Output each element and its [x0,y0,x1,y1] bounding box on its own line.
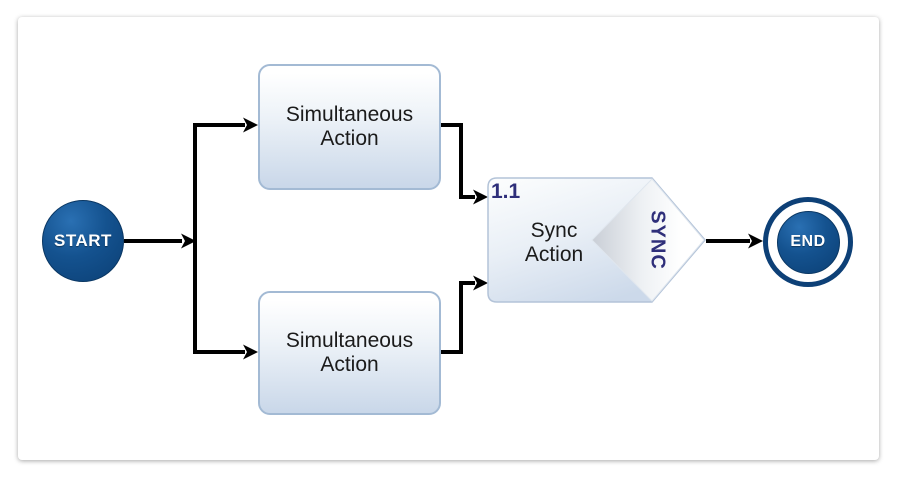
action-bottom-label-line1: Simultaneous [285,328,414,352]
sync-step-number: 1.1 [491,180,521,203]
arrowhead-into-split [181,233,196,249]
start-label: START [54,231,112,250]
arrowhead-into-sync-from-bottom [473,275,488,291]
connector-bottom-action-to-sync [440,281,475,354]
diagram-canvas [18,17,879,460]
end-node-inner-circle: END [776,210,840,274]
simultaneous-action-top-node[interactable]: Simultaneous Action [258,64,441,190]
sync-chevron-shape [591,178,705,302]
sync-badge-text: SYNC [646,210,669,270]
end-label: END [790,233,826,250]
end-node[interactable]: END [763,197,853,287]
action-top-label-line1: Simultaneous [285,102,414,126]
sync-label-line1: Sync [530,219,578,242]
connector-top-action-to-sync [441,123,475,199]
arrowhead-into-end [748,233,763,249]
action-top-label-line2: Action [320,127,379,150]
sync-label-line2: Action [524,243,584,267]
arrowhead-into-top-action [243,117,258,133]
simultaneous-action-bottom-node[interactable]: Simultaneous Action [258,291,441,415]
arrowhead-into-sync-top [243,344,258,360]
sync-action-label: Sync Action [488,219,620,267]
start-node[interactable]: START [42,200,124,282]
action-bottom-label-line2: Action [320,353,379,376]
arrowhead-into-sync-from-top [473,189,488,205]
